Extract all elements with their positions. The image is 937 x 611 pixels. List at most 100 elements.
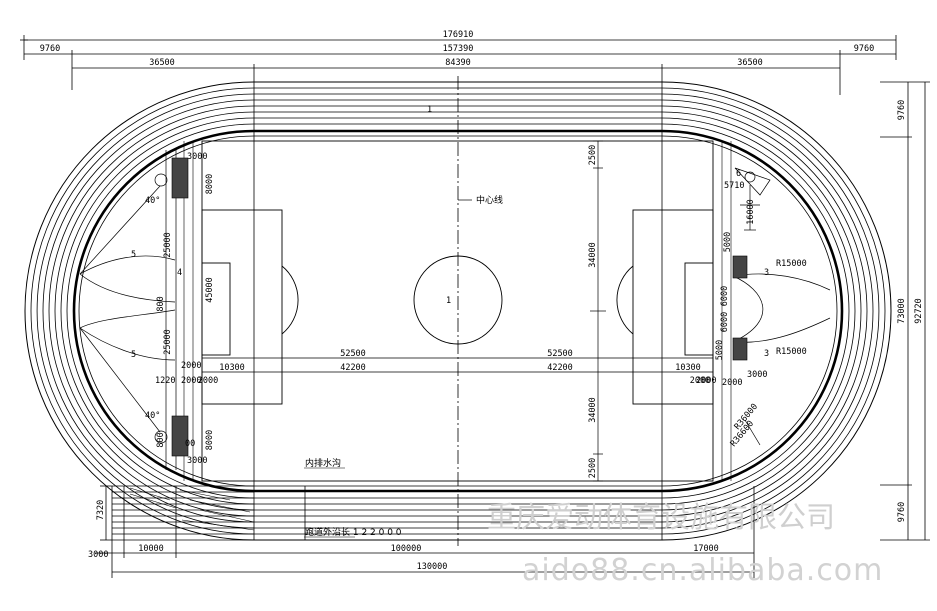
dim-left-3000-top: 3000 bbox=[187, 152, 207, 162]
dim-bottom-3000: 3000 bbox=[88, 550, 108, 560]
dim-left-8000-bottom: 8000 bbox=[205, 430, 215, 450]
small-mark-1: 800 bbox=[156, 296, 166, 311]
dim-bottom-100000: 100000 bbox=[391, 544, 422, 554]
track-lanes bbox=[24, 81, 892, 541]
dim-straight-7320: 7320 bbox=[96, 500, 106, 520]
football-pitch bbox=[183, 76, 732, 546]
center-circle-mark: 1 bbox=[446, 296, 451, 306]
watermark-company: 重庆爱动体育设施有限公司 bbox=[487, 500, 835, 534]
dim-v-top-2500: 2500 bbox=[588, 145, 598, 165]
dim-left-8000-top: 8000 bbox=[205, 174, 215, 194]
center-line-label: 中心线 bbox=[476, 194, 503, 206]
dim-right-top-9760: 9760 bbox=[897, 100, 907, 120]
dim-half-left-52500: 52500 bbox=[340, 349, 366, 359]
dim-inner-left-42200: 42200 bbox=[340, 363, 366, 373]
small-mark-3: 4 bbox=[177, 268, 182, 278]
lane-line-4 bbox=[42, 99, 874, 523]
lane-line-8 bbox=[66, 123, 850, 499]
landing-pits-left bbox=[171, 157, 189, 457]
dim-right-73000: 73000 bbox=[897, 298, 907, 324]
penalty-area-right bbox=[632, 209, 714, 405]
dim-right-5000-bottom: 5000 bbox=[715, 340, 725, 360]
dim-bend-left-36500: 36500 bbox=[149, 58, 175, 68]
field-dimension-lines bbox=[202, 140, 713, 482]
inner-drain-label: 内排水沟 bbox=[305, 457, 341, 469]
inner-kerb bbox=[72, 129, 844, 493]
dim-straight-84390: 84390 bbox=[445, 58, 471, 68]
lane-line-6 bbox=[54, 111, 862, 511]
dim-left-25000-top: 25000 bbox=[163, 232, 173, 258]
dim-top-mid-157390: 157390 bbox=[443, 44, 474, 54]
dim-goal-right-10300: 10300 bbox=[675, 363, 701, 373]
zone-number-3b: 3 bbox=[764, 349, 769, 359]
centre-circle bbox=[413, 255, 503, 345]
dim-right-2000b: 2000 bbox=[722, 378, 742, 388]
goal-area-right bbox=[684, 262, 714, 356]
dim-right-5000-top: 5000 bbox=[723, 232, 733, 252]
lane-line-3 bbox=[36, 93, 880, 529]
goal-area-left bbox=[201, 262, 231, 356]
dim-v-lower-34000: 34000 bbox=[588, 397, 598, 423]
dim-bottom-10000: 10000 bbox=[138, 544, 164, 554]
bottom-label-leaders bbox=[304, 467, 355, 538]
dim-left-1220: 1220 bbox=[155, 376, 175, 386]
top-dimension-chains bbox=[20, 35, 897, 540]
right-dimension-chains bbox=[880, 81, 930, 541]
bottom-dimension-chains bbox=[95, 485, 755, 578]
throwing-circle-right bbox=[744, 171, 756, 183]
dim-right-2000: 2000 bbox=[696, 376, 716, 386]
lane-mark-top: 1 bbox=[427, 105, 432, 115]
landing-pits-right bbox=[732, 255, 748, 361]
dim-end-right-2000: 2000 bbox=[690, 376, 710, 386]
penalty-arc-left bbox=[281, 265, 299, 335]
pitch-boundary bbox=[201, 140, 714, 482]
dim-goal-left-10300: 10300 bbox=[219, 363, 245, 373]
dim-bottom-130000: 130000 bbox=[417, 562, 448, 572]
dim-right-5710: 5710 bbox=[724, 181, 744, 191]
dim-right-6: 6 bbox=[736, 169, 741, 179]
zone-number-3a: 3 bbox=[764, 268, 769, 278]
left-event-zone bbox=[79, 150, 177, 470]
penalty-arc-right bbox=[616, 265, 634, 335]
watermark-url: aido88.cn.alibaba.com bbox=[522, 553, 883, 588]
dim-top-left-9760: 9760 bbox=[40, 44, 60, 54]
dim-end-left-2000: 2000 bbox=[198, 376, 218, 386]
angle-top-40: 40° bbox=[145, 196, 160, 206]
throwing-circle-bottom bbox=[154, 430, 168, 444]
throwing-circle-top bbox=[154, 173, 168, 187]
extended-straight bbox=[111, 485, 755, 541]
dim-right-6000-a: 6000 bbox=[720, 286, 730, 306]
dim-left-2000: 2000 bbox=[181, 361, 201, 371]
dim-right-bottom-9760: 9760 bbox=[897, 502, 907, 522]
lane-line-7 bbox=[60, 117, 856, 505]
dim-right-3000: 3000 bbox=[747, 370, 767, 380]
dim-overall-length: 176910 bbox=[443, 30, 474, 40]
lane-line-1 bbox=[24, 81, 892, 541]
dim-top-right-9760: 9760 bbox=[854, 44, 874, 54]
small-mark-2: 800 bbox=[156, 432, 166, 447]
zone-number-bottom: 5 bbox=[131, 350, 136, 360]
dim-v-bottom-2500: 2500 bbox=[588, 458, 598, 478]
dim-inner-right-42200: 42200 bbox=[547, 363, 573, 373]
dim-left-3000-bottom: 3000 bbox=[187, 456, 207, 466]
lane-line-5 bbox=[48, 105, 868, 517]
dim-right-16000: 16000 bbox=[746, 199, 756, 225]
dim-overall-width-92720: 92720 bbox=[914, 298, 924, 324]
dim-half-right-52500: 52500 bbox=[547, 349, 573, 359]
dim-left-45000: 45000 bbox=[205, 277, 215, 303]
lane-line-2 bbox=[30, 87, 886, 535]
zone-number-top: 5 bbox=[131, 250, 136, 260]
radius-r15000-a: R15000 bbox=[776, 259, 807, 269]
penalty-area-left bbox=[201, 209, 283, 405]
inner-drain bbox=[78, 135, 838, 487]
dim-left-25000-bottom: 25000 bbox=[163, 329, 173, 355]
radius-r15000-b: R15000 bbox=[776, 347, 807, 357]
dim-bend-right-36500: 36500 bbox=[737, 58, 763, 68]
dim-right-6000-b: 6000 bbox=[720, 312, 730, 332]
dim-bottom-17000: 17000 bbox=[693, 544, 719, 554]
small-mark-4: 00 bbox=[185, 439, 195, 449]
dim-v-upper-34000: 34000 bbox=[588, 242, 598, 268]
outer-track-label: 跑道外沿长 1 2 2 0 0 0 bbox=[305, 526, 402, 538]
dim-left-2000b: 2000 bbox=[181, 376, 201, 386]
